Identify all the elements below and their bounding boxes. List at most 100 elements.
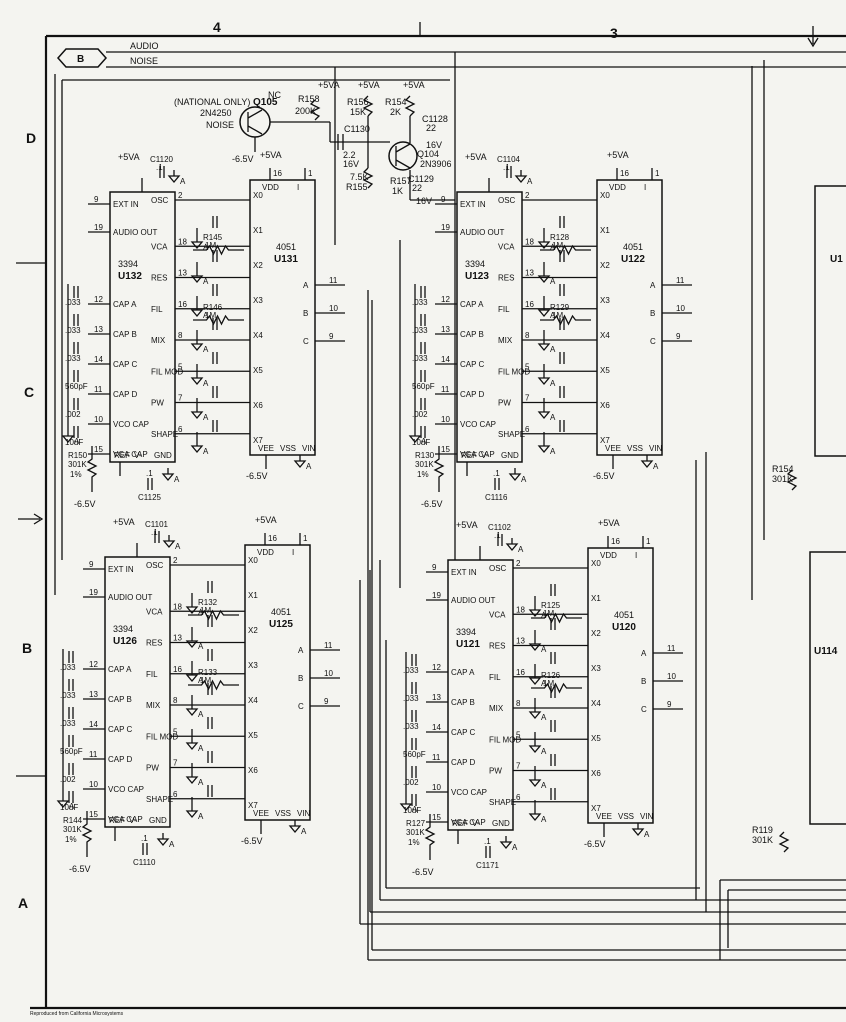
res-b-val: 1M xyxy=(200,676,211,685)
svg-text:Q104: Q104 xyxy=(417,149,439,159)
svg-text:7.5K: 7.5K xyxy=(350,172,369,182)
mux-pin-name: VIN xyxy=(649,444,663,453)
vco-pin-num: 18 xyxy=(516,605,525,614)
vco-pin-num: 11 xyxy=(94,385,103,394)
mux-pin-num: 16 xyxy=(611,537,620,546)
mux-pin-name: B xyxy=(650,309,655,318)
ground-label: A xyxy=(203,311,209,320)
ground-icon xyxy=(528,672,542,686)
top-cap-ref: C1102 xyxy=(488,523,512,532)
ground-icon xyxy=(528,774,542,788)
vco-pin-num: 2 xyxy=(173,556,178,565)
mux-pin-name: X0 xyxy=(248,556,258,565)
ground-icon xyxy=(499,836,513,850)
vco-pin-num: 5 xyxy=(525,362,530,371)
ground-label: A xyxy=(541,781,547,790)
ground-label: A xyxy=(203,447,209,456)
mux-neg-supply: -6.5V xyxy=(593,471,615,481)
mux-pin-name: VEE xyxy=(605,444,621,453)
vco-pin-num: 14 xyxy=(441,355,450,364)
ground-icon xyxy=(190,270,204,284)
vco-ref: U121 xyxy=(456,639,480,650)
ground-icon xyxy=(293,455,307,469)
ref-resistor-ref: R150 xyxy=(68,451,88,460)
transistor-q104-icon xyxy=(388,141,418,171)
vco-pin-name: V- xyxy=(129,816,137,825)
svg-text:R119: R119 xyxy=(752,825,773,835)
vco-pin-name: CAP B xyxy=(451,698,475,707)
ground-icon xyxy=(185,805,199,819)
vco-pin-name: RES xyxy=(489,642,505,651)
timing-cap-val: .033 xyxy=(412,298,428,307)
vco-pin-name: CAP D xyxy=(451,758,476,767)
ref-resistor-tol: 1% xyxy=(70,470,82,479)
res-b-icon xyxy=(531,682,582,694)
vco-pin-num: 16 xyxy=(178,300,187,309)
ref-resistor-tol: 1% xyxy=(417,470,429,479)
vco-pin-num: 12 xyxy=(432,663,441,672)
mux-pin-num: 10 xyxy=(329,304,338,313)
ground-label: A xyxy=(550,243,556,252)
svg-text:2K: 2K xyxy=(390,107,401,117)
vco-supply: +5VA xyxy=(118,152,140,162)
vco-pin-name: CAP D xyxy=(108,755,133,764)
vco-pin-name: OSC xyxy=(489,564,507,573)
mux-pin-name: B xyxy=(298,674,303,683)
mux-pin-name: VIN xyxy=(640,812,654,821)
vco-pin-name: CAP C xyxy=(113,360,138,369)
res-a-val: 1M xyxy=(543,609,554,618)
svg-text:2.2: 2.2 xyxy=(343,150,356,160)
vco-pin-name: REF xyxy=(114,451,130,460)
vco-pin-name: MIX xyxy=(146,701,161,710)
vco-pin-num: 14 xyxy=(89,720,98,729)
ground-label: A xyxy=(180,177,186,186)
vco-neg-supply: -6.5V xyxy=(69,864,91,874)
sheet-marker-label: B xyxy=(77,54,84,65)
svg-text:+5VA: +5VA xyxy=(318,80,340,90)
vco-pin-name: VCA xyxy=(151,242,168,251)
vco-pin-name: FIL MOD xyxy=(498,367,530,376)
ground-label: A xyxy=(198,778,204,787)
zone-b: B xyxy=(22,640,32,656)
mux-supply: +5VA xyxy=(260,150,282,160)
vco-supply: +5VA xyxy=(113,517,135,527)
res-b-icon xyxy=(540,314,591,326)
vco-pin-num: 8 xyxy=(178,331,183,340)
vco-pin-name: CAP D xyxy=(460,390,485,399)
res-b-ref: R146 xyxy=(203,303,223,312)
vco-chip-u121 xyxy=(447,559,514,831)
mux-pin-name: X5 xyxy=(253,366,263,375)
vco-pin-name: EXT IN xyxy=(108,565,134,574)
timing-cap-val: .033 xyxy=(60,719,76,728)
timing-cap-val: .033 xyxy=(65,326,81,335)
vco-pin-num: 10 xyxy=(89,780,98,789)
mux-pin-name: X5 xyxy=(248,731,258,740)
vco-pin-name: V- xyxy=(472,819,480,828)
vco-pin-name: REF xyxy=(461,451,477,460)
mux-pin-name: VSS xyxy=(618,812,634,821)
ground-label: A xyxy=(169,840,175,849)
ground-icon xyxy=(537,236,551,250)
ground-icon xyxy=(185,703,199,717)
res-b-val: 1M xyxy=(543,679,554,688)
mux-pin-name: I xyxy=(292,548,294,557)
mux-pin-name: X7 xyxy=(253,436,263,445)
vco-pin-name: AUDIO OUT xyxy=(460,228,505,237)
mux-pin-name: X7 xyxy=(600,436,610,445)
svg-text:R158: R158 xyxy=(298,94,320,104)
vco-pin-num: 11 xyxy=(89,750,98,759)
timing-cap-val: .002 xyxy=(403,778,419,787)
vco-pin-num: 2 xyxy=(516,559,521,568)
ref-resistor-icon xyxy=(433,446,445,492)
vco-chip-partial-b xyxy=(809,551,846,825)
ground-label: A xyxy=(550,379,556,388)
timing-cap-val: .033 xyxy=(60,663,76,672)
vco-ref: U126 xyxy=(113,636,137,647)
vco-pin-num: 13 xyxy=(173,634,182,643)
mux-pin-name: I xyxy=(644,183,646,192)
ground-label: A xyxy=(203,345,209,354)
vco-pin-num: 2 xyxy=(525,191,530,200)
timing-cap-val: .033 xyxy=(65,354,81,363)
